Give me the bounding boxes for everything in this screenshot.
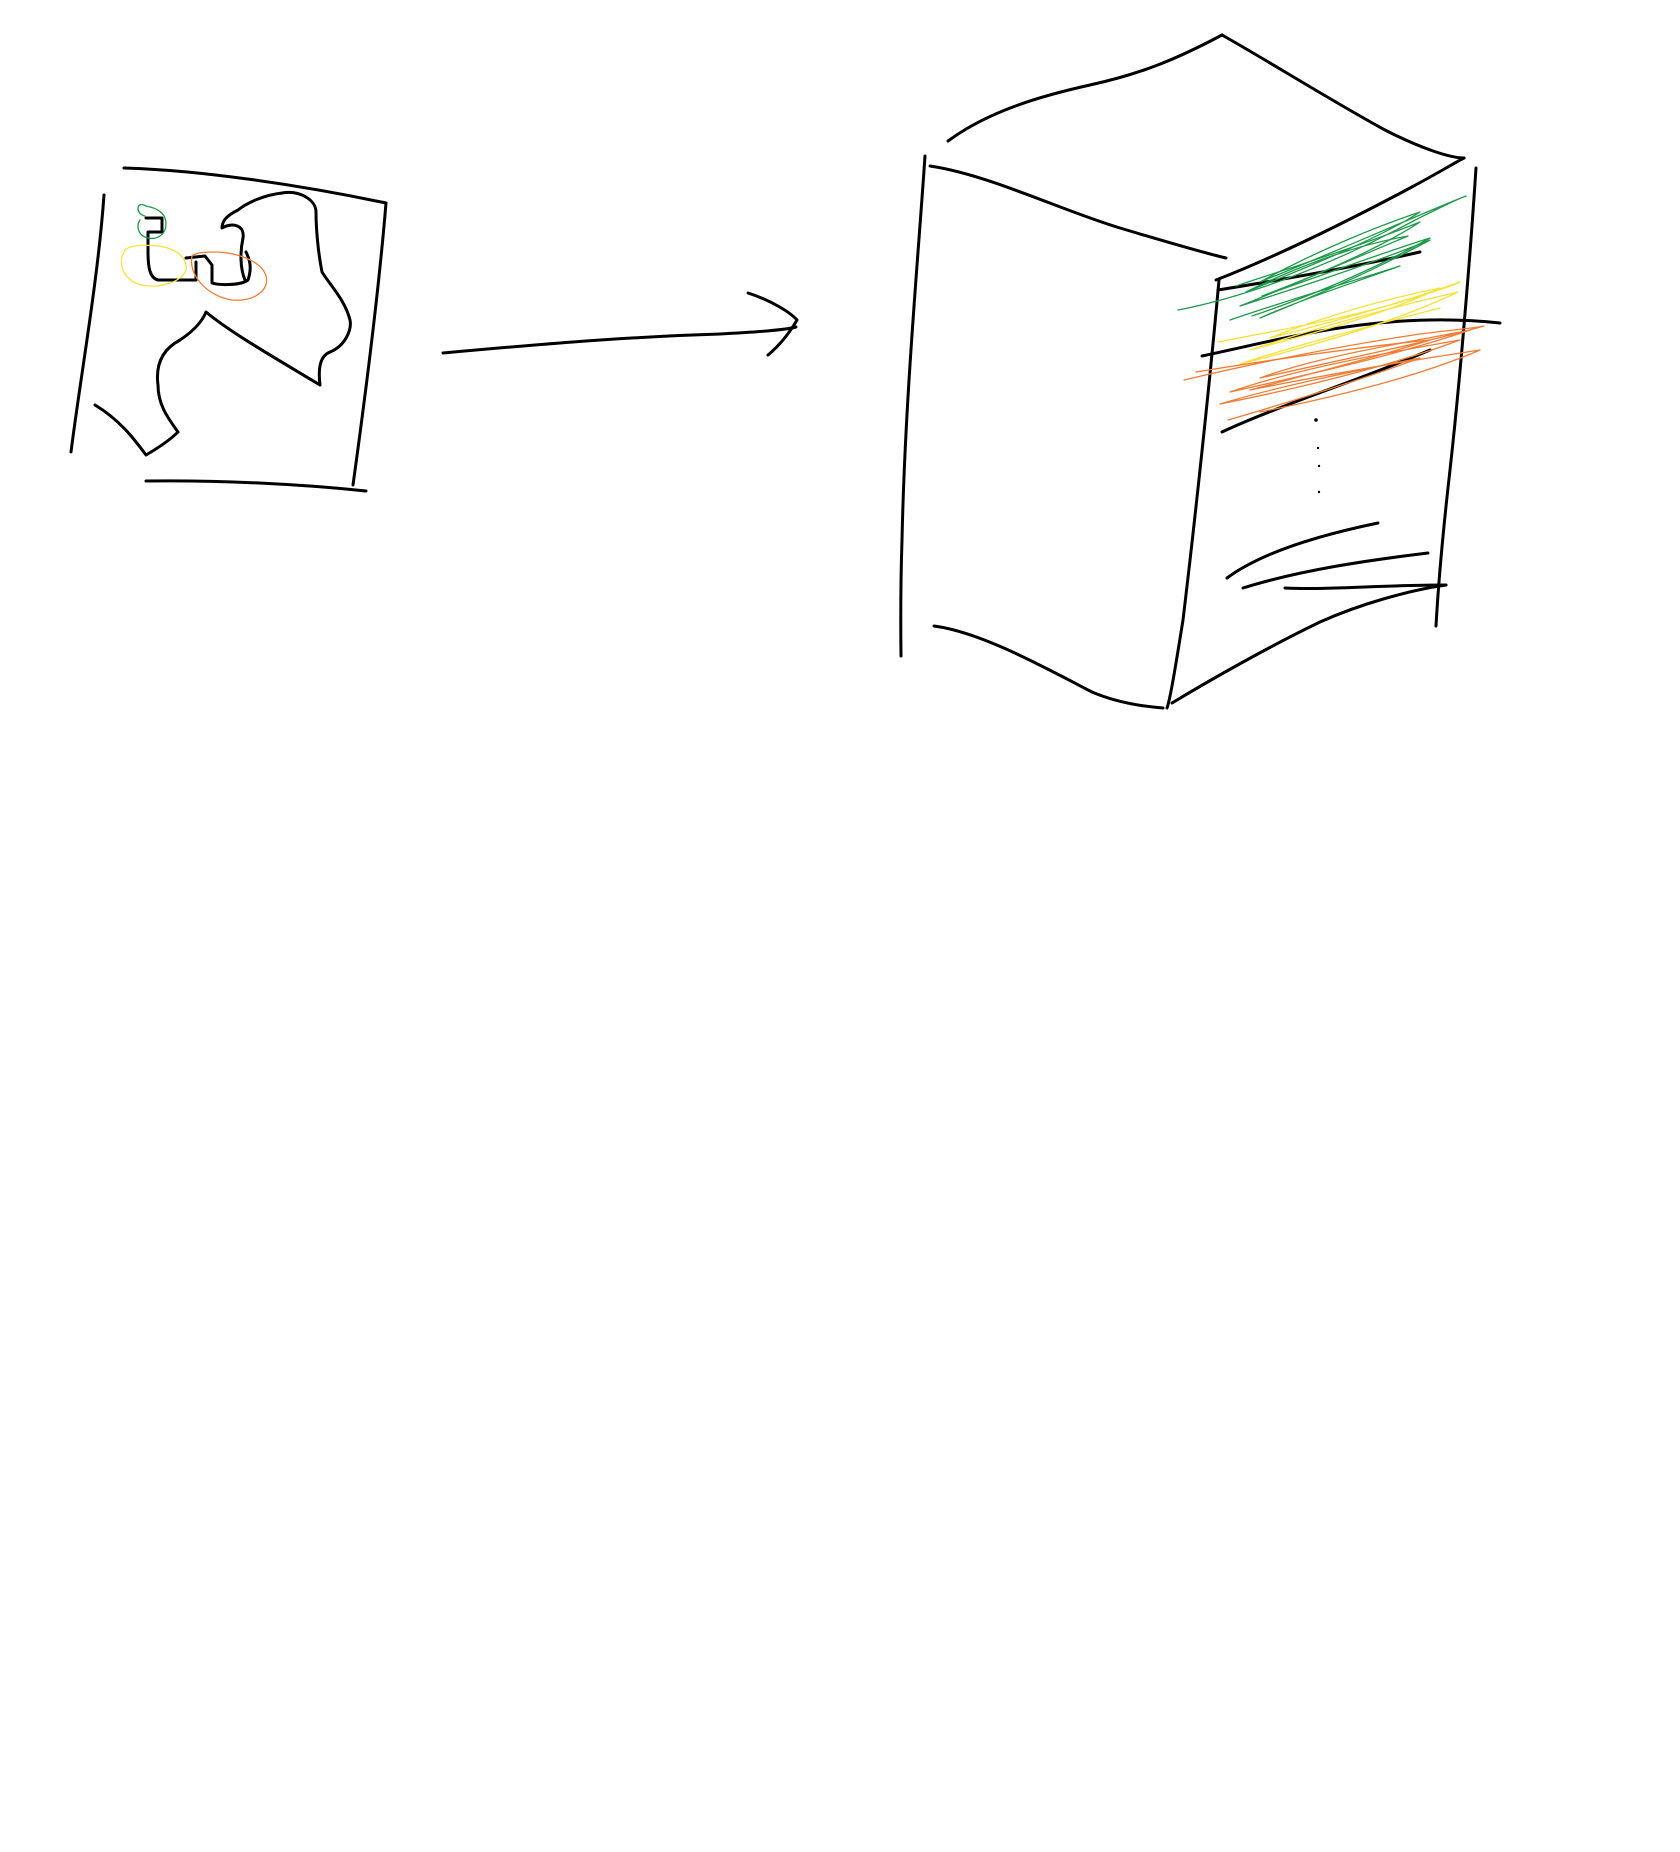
box-front-corner-edge (1165, 278, 1221, 710)
green-layer-scribble-2 (1235, 221, 1431, 317)
box-top-back-right (1220, 33, 1466, 160)
yellow-highlight-loop (120, 244, 187, 287)
arrow-shaft (441, 325, 798, 355)
green-highlight-loop (137, 203, 167, 240)
layer-divider-2 (1200, 318, 1502, 358)
puzzle-notch-lower (184, 250, 252, 287)
page-top-edge (122, 166, 388, 205)
layer-continuation-dots (1314, 418, 1321, 494)
page-left-edge (69, 193, 106, 454)
puzzle-notch-upper (144, 216, 198, 282)
box-top-back-left (946, 33, 1224, 143)
transform-arrow (441, 291, 799, 357)
layered-box-sketch (899, 33, 1502, 710)
layer-divider-5 (1241, 551, 1430, 590)
box-top-front-right (1214, 156, 1466, 282)
orange-highlight-loop (190, 251, 268, 301)
arrow-head (746, 291, 799, 357)
page-right-edge (351, 201, 388, 487)
box-bottom-left (932, 624, 1165, 710)
page-bottom-edge (144, 479, 368, 493)
puzzle-blob-shape (93, 190, 352, 457)
box-left-edge (899, 154, 927, 658)
box-top-front-left (928, 164, 1228, 260)
box-bottom-right (1170, 583, 1448, 705)
layer-divider-6 (1283, 583, 1448, 590)
box-right-edge (1434, 166, 1478, 628)
yellow-layer-scribble (1217, 281, 1461, 365)
orange-layer-scribble-2 (1195, 339, 1481, 413)
layer-divider-4 (1225, 521, 1380, 580)
puzzle-page-sketch (69, 166, 388, 493)
green-layer-scribble (1177, 195, 1467, 321)
